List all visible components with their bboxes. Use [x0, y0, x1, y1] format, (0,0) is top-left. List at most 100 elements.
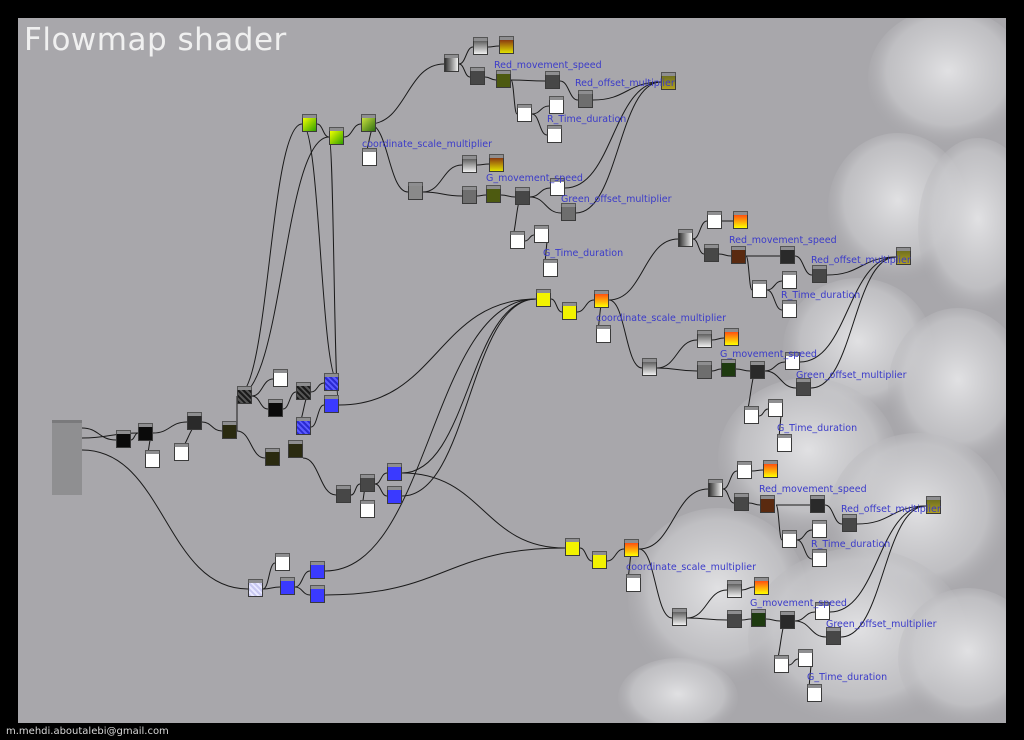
shader-node[interactable]: [785, 352, 800, 370]
shader-node[interactable]: [744, 406, 759, 424]
shader-node[interactable]: [734, 493, 749, 511]
shader-node[interactable]: [565, 538, 580, 556]
shader-node[interactable]: [116, 430, 131, 448]
shader-node[interactable]: [222, 421, 237, 439]
shader-node[interactable]: [360, 500, 375, 518]
shader-node[interactable]: [594, 290, 609, 308]
input-texture-node[interactable]: [52, 420, 82, 495]
shader-node[interactable]: [724, 328, 739, 346]
shader-node[interactable]: [768, 399, 783, 417]
shader-node[interactable]: [174, 443, 189, 461]
shader-node[interactable]: [751, 609, 766, 627]
shader-node[interactable]: [624, 539, 639, 557]
shader-node[interactable]: [496, 70, 511, 88]
shader-node[interactable]: [750, 361, 765, 379]
shader-node[interactable]: [387, 486, 402, 504]
shader-node[interactable]: [462, 186, 477, 204]
shader-node[interactable]: [360, 474, 375, 492]
shader-node[interactable]: [296, 382, 311, 400]
shader-node[interactable]: [545, 71, 560, 89]
shader-node[interactable]: [444, 54, 459, 72]
shader-node[interactable]: [760, 495, 775, 513]
shader-node[interactable]: [578, 90, 593, 108]
shader-node[interactable]: [626, 574, 641, 592]
shader-node[interactable]: [470, 67, 485, 85]
shader-node[interactable]: [731, 246, 746, 264]
shader-node[interactable]: [462, 155, 477, 173]
shader-node[interactable]: [248, 579, 263, 597]
shader-node[interactable]: [596, 325, 611, 343]
shader-node[interactable]: [515, 187, 530, 205]
shader-node[interactable]: [782, 300, 797, 318]
shader-node[interactable]: [842, 514, 857, 532]
shader-node[interactable]: [534, 225, 549, 243]
shader-node[interactable]: [310, 561, 325, 579]
shader-node[interactable]: [145, 450, 160, 468]
shader-node[interactable]: [796, 378, 811, 396]
shader-node[interactable]: [896, 247, 911, 265]
shader-node[interactable]: [324, 373, 339, 391]
shader-node[interactable]: [812, 265, 827, 283]
shader-node[interactable]: [329, 127, 344, 145]
shader-node[interactable]: [782, 530, 797, 548]
shader-node[interactable]: [777, 434, 792, 452]
shader-node[interactable]: [499, 36, 514, 54]
shader-node[interactable]: [275, 553, 290, 571]
shader-node[interactable]: [704, 244, 719, 262]
shader-node[interactable]: [138, 423, 153, 441]
shader-node[interactable]: [265, 448, 280, 466]
shader-node[interactable]: [798, 649, 813, 667]
shader-node[interactable]: [782, 271, 797, 289]
shader-node[interactable]: [642, 358, 657, 376]
shader-node[interactable]: [288, 440, 303, 458]
shader-node[interactable]: [707, 211, 722, 229]
shader-node[interactable]: [280, 577, 295, 595]
shader-node[interactable]: [268, 399, 283, 417]
shader-node[interactable]: [473, 37, 488, 55]
shader-node[interactable]: [697, 361, 712, 379]
shader-node[interactable]: [737, 461, 752, 479]
shader-node[interactable]: [807, 684, 822, 702]
shader-node[interactable]: [754, 577, 769, 595]
shader-node[interactable]: [780, 611, 795, 629]
shader-node[interactable]: [733, 211, 748, 229]
shader-node[interactable]: [810, 495, 825, 513]
shader-node[interactable]: [273, 369, 288, 387]
shader-node[interactable]: [826, 627, 841, 645]
shader-node[interactable]: [547, 125, 562, 143]
shader-node[interactable]: [536, 289, 551, 307]
shader-node[interactable]: [780, 246, 795, 264]
shader-node[interactable]: [812, 549, 827, 567]
shader-node[interactable]: [187, 412, 202, 430]
shader-node[interactable]: [592, 551, 607, 569]
shader-node[interactable]: [661, 72, 676, 90]
shader-node[interactable]: [310, 585, 325, 603]
shader-node[interactable]: [489, 154, 504, 172]
shader-node[interactable]: [708, 479, 723, 497]
shader-node[interactable]: [296, 417, 311, 435]
shader-node[interactable]: [550, 178, 565, 196]
shader-node[interactable]: [672, 608, 687, 626]
shader-node[interactable]: [549, 96, 564, 114]
shader-node[interactable]: [812, 520, 827, 538]
shader-node[interactable]: [721, 359, 736, 377]
shader-node[interactable]: [361, 114, 376, 132]
shader-node[interactable]: [752, 280, 767, 298]
shader-node[interactable]: [697, 330, 712, 348]
shader-node[interactable]: [362, 148, 377, 166]
shader-node[interactable]: [324, 395, 339, 413]
shader-node[interactable]: [774, 655, 789, 673]
shader-node[interactable]: [543, 259, 558, 277]
shader-node[interactable]: [763, 460, 778, 478]
shader-node[interactable]: [302, 114, 317, 132]
shader-node[interactable]: [510, 231, 525, 249]
shader-node[interactable]: [486, 185, 501, 203]
shader-node[interactable]: [562, 302, 577, 320]
shader-node[interactable]: [517, 104, 532, 122]
shader-node[interactable]: [815, 602, 830, 620]
shader-node[interactable]: [387, 463, 402, 481]
shader-node[interactable]: [561, 203, 576, 221]
shader-node[interactable]: [926, 496, 941, 514]
shader-node[interactable]: [727, 580, 742, 598]
